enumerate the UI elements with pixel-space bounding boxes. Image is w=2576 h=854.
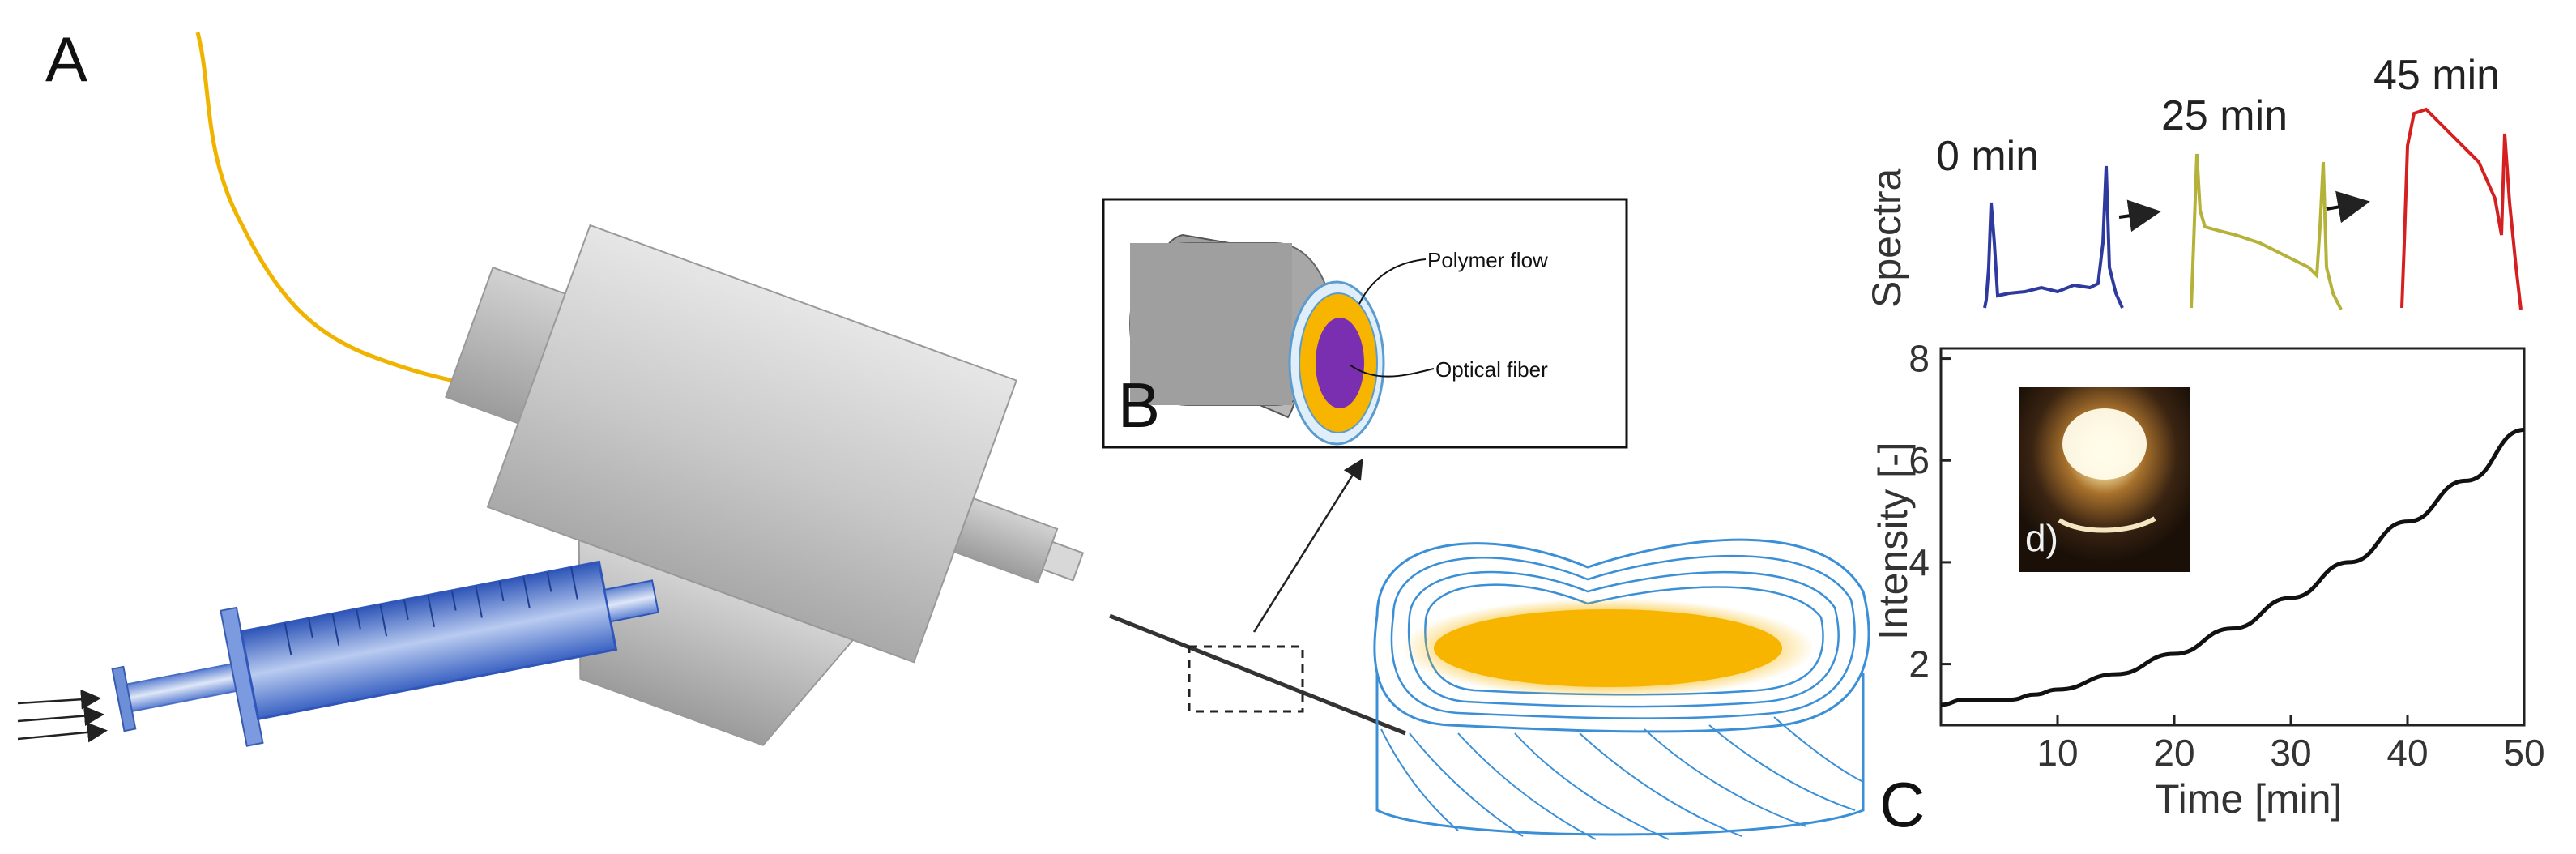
spectrum-time-2: 45 min (2373, 52, 2500, 99)
spectra-row-label: Spectra (1864, 168, 1909, 308)
x-tick-label: 50 (2503, 732, 2544, 774)
label-polymer-flow: Polymer flow (1427, 248, 1548, 272)
y-tick-label: 4 (1909, 541, 1930, 583)
device-nozzle-tip (1041, 540, 1085, 582)
spectrum-time-1: 25 min (2161, 92, 2288, 139)
syringe-plunger-head (111, 665, 137, 732)
zoom-arrow (1252, 458, 1363, 633)
panel-c-letter: C (1879, 769, 1925, 840)
leader-polymer-flow (1358, 258, 1427, 305)
fiber-coil (1373, 538, 1870, 840)
spectrum-trace-1 (2190, 153, 2343, 310)
x-tick-label: 20 (2153, 732, 2194, 774)
inset-photo-label: d) (2025, 517, 2058, 559)
spectrum-arrow-2 (2326, 190, 2370, 224)
ticks-layer: 10 20 30 40 50 2 4 6 8 (1909, 338, 2544, 774)
plot-frame (1939, 347, 2526, 727)
push-arrows (17, 689, 108, 743)
y-tick-label: 8 (1909, 338, 1930, 380)
extruder-device (445, 224, 1085, 746)
leader-optical-fiber (1349, 364, 1435, 378)
x-tick-label: 30 (2270, 732, 2311, 774)
syringe (111, 560, 659, 747)
x-tick-label: 10 (2036, 732, 2078, 774)
x-axis-title: Time [min] (2155, 776, 2343, 822)
spectrum-trace-0 (1983, 165, 2124, 309)
output-fiber (1109, 613, 1406, 736)
zoom-region-box (1188, 645, 1304, 713)
y-axis-title: Intensity [-] (1870, 442, 1916, 640)
panel-c: Spectra 0 min 25 min 45 min 10 20 30 40 50 2 4… (1864, 52, 2545, 840)
y-tick-label: 6 (1909, 439, 1930, 481)
syringe-barrel (239, 560, 618, 721)
optical-fiber-core (1316, 318, 1364, 408)
spectrum-arrow-1 (2118, 199, 2161, 233)
syringe-tip (603, 579, 659, 623)
syringe-scale-ticks (284, 567, 578, 655)
panel-a-letter: A (45, 23, 87, 95)
panel-b-inset: Polymer flow Optical fiber B (1102, 198, 1628, 449)
panel-b-letter: B (1118, 369, 1160, 441)
fiber-cable (195, 32, 454, 383)
y-tick-label: 2 (1909, 643, 1930, 685)
spectrum-trace-2 (2400, 107, 2523, 310)
intensity-line (1940, 428, 2525, 707)
label-optical-fiber: Optical fiber (1435, 357, 1548, 382)
intensity-chart: 10 20 30 40 50 2 4 6 8 Intensity [-] Time [min] (1870, 338, 2545, 822)
syringe-plunger-rod (122, 660, 249, 713)
spectrum-time-0: 0 min (1936, 133, 2039, 180)
inset-photo: d) (2019, 387, 2190, 572)
x-tick-label: 40 (2386, 732, 2428, 774)
